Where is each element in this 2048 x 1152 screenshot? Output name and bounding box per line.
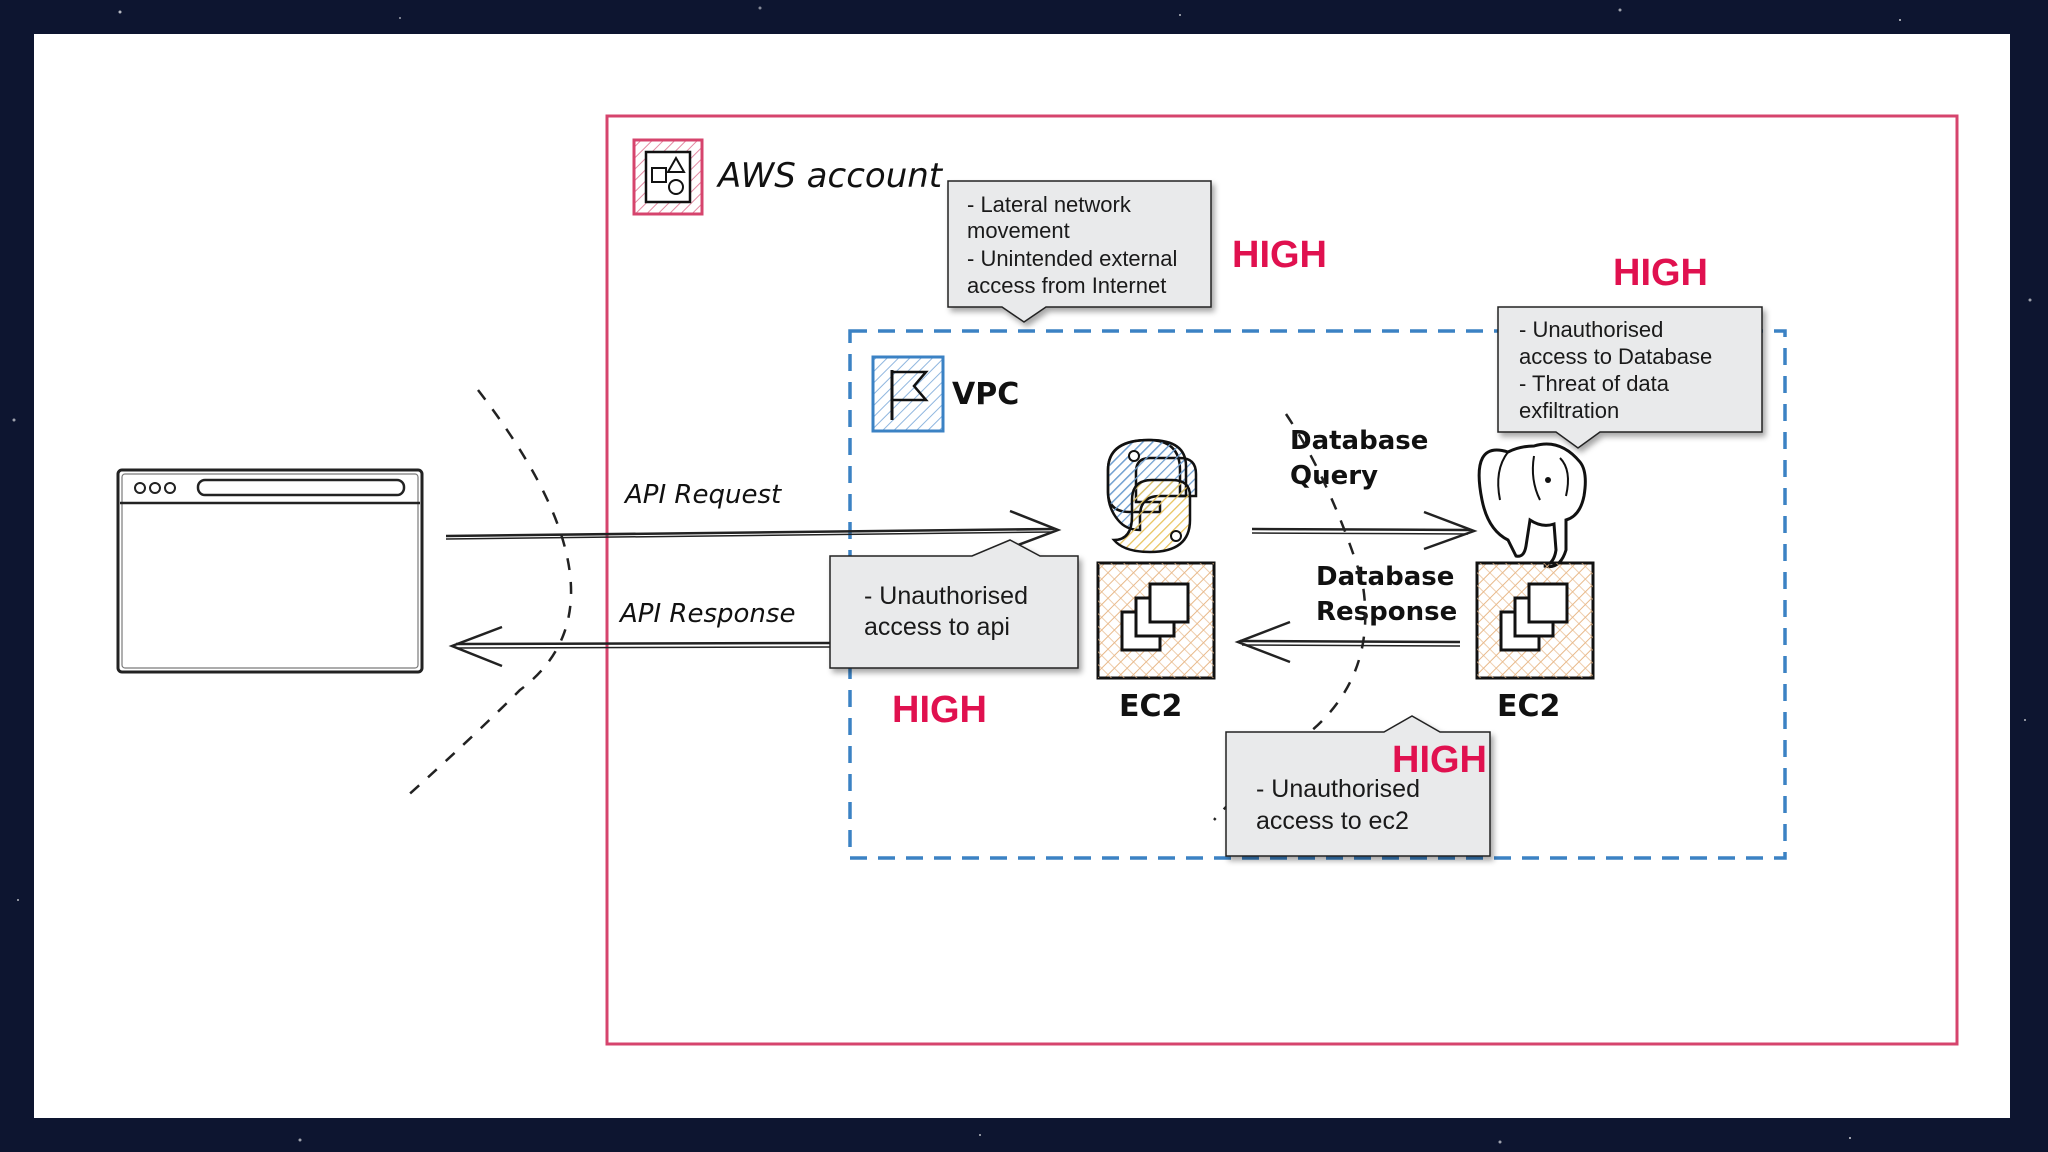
- aws-account-boundary: [605, 114, 1959, 1046]
- api-threat-line1: - Unauthorised: [864, 582, 1028, 610]
- python-icon: [1106, 438, 1198, 554]
- network-threat-callout: [947, 180, 1212, 323]
- api-request-arrow: [445, 509, 1062, 550]
- network-threat-line3: - Unintended external: [967, 246, 1177, 271]
- vpc-flag-icon: [871, 355, 945, 433]
- ec2-threat-line1: - Unauthorised: [1256, 775, 1420, 803]
- database-threat-line4: exfiltration: [1519, 398, 1619, 423]
- database-response-label-line2: Response: [1316, 597, 1457, 627]
- database-threat-line1: - Unauthorised: [1519, 317, 1663, 342]
- database-query-label-line2: Query: [1290, 461, 1378, 491]
- space-background: [12, 6, 2032, 1144]
- network-threat-line1: - Lateral network: [967, 192, 1132, 217]
- database-response-arrow: [1234, 620, 1461, 664]
- api-threat-callout: [829, 539, 1079, 669]
- ec2-risk-badge: HIGH: [1392, 739, 1487, 781]
- vpc-label: VPC: [952, 377, 1019, 412]
- ec2-instance-icon: [1475, 561, 1595, 680]
- network-risk-badge: HIGH: [1232, 234, 1327, 276]
- browser-window-icon: [116, 468, 424, 674]
- aws-account-icon: [632, 138, 704, 216]
- ec2-threat-callout: [1225, 715, 1491, 857]
- database-risk-badge: HIGH: [1613, 252, 1708, 294]
- subnet-boundary-curve: [1213, 413, 1367, 821]
- database-query-label-line1: Database: [1290, 426, 1428, 456]
- aws-account-label: AWS account: [716, 156, 944, 196]
- network-threat-line2: movement: [967, 218, 1070, 243]
- ec2-db-label: EC2: [1497, 689, 1560, 724]
- api-risk-badge: HIGH: [892, 689, 987, 731]
- api-response-arrow: [448, 625, 833, 668]
- ec2-threat-line2: access to ec2: [1256, 807, 1409, 835]
- ec2-instance-icon: [1096, 561, 1216, 680]
- database-query-arrow: [1251, 510, 1478, 551]
- api-threat-line2: access to api: [864, 613, 1010, 641]
- ec2-app-label: EC2: [1119, 689, 1182, 724]
- api-request-label: API Request: [623, 480, 782, 510]
- database-response-label-line1: Database: [1316, 562, 1454, 592]
- api-response-label: API Response: [618, 599, 795, 629]
- database-threat-callout: [1497, 306, 1763, 449]
- postgresql-elephant-icon: [1477, 442, 1587, 569]
- internet-boundary-curve: [404, 389, 573, 799]
- database-threat-line3: - Threat of data: [1519, 371, 1670, 396]
- network-threat-line4: access from Internet: [967, 273, 1166, 298]
- database-threat-line2: access to Database: [1519, 344, 1712, 369]
